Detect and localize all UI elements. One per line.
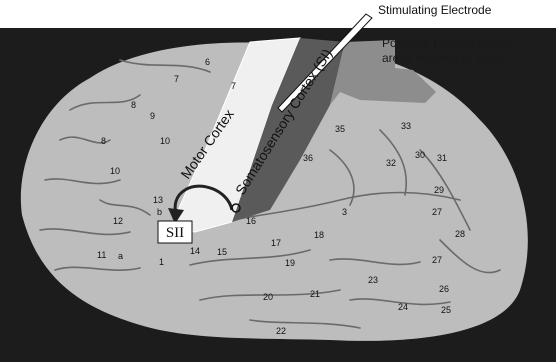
area-number: 32 xyxy=(386,158,396,168)
area-number: 7 xyxy=(174,74,179,84)
area-number: 20 xyxy=(263,292,273,302)
area-number: 25 xyxy=(441,305,451,315)
area-number: 31 xyxy=(437,153,447,163)
area-number: a xyxy=(118,251,123,261)
area-number: 35 xyxy=(335,124,345,134)
area-number: 16 xyxy=(246,216,256,226)
area-number: 33 xyxy=(401,121,411,131)
area-number: 1 xyxy=(159,257,164,267)
area-number: 8 xyxy=(101,136,106,146)
area-number: 26 xyxy=(439,284,449,294)
area-number: 10 xyxy=(110,166,120,176)
area-number: 3 xyxy=(342,207,347,217)
area-number: 12 xyxy=(113,216,123,226)
area-number: 28 xyxy=(455,229,465,239)
area-number: 10 xyxy=(160,136,170,146)
area-number: 30 xyxy=(415,150,425,160)
area-number: 27 xyxy=(432,207,442,217)
area-number: 29 xyxy=(434,185,444,195)
area-number: 13 xyxy=(153,195,163,205)
area-number: 23 xyxy=(368,275,378,285)
area-number: 11 xyxy=(97,250,106,260)
area-number: b xyxy=(157,207,162,217)
posterior-parietal-label-line1: Posterior Parietal Cortex xyxy=(382,36,513,50)
area-number: 24 xyxy=(398,302,408,312)
area-number: 36 xyxy=(303,153,313,163)
area-number: 18 xyxy=(314,230,324,240)
area-number: 14 xyxy=(190,246,200,256)
sii-label: SII xyxy=(166,225,184,241)
area-number: 15 xyxy=(217,247,227,257)
stimulating-electrode-label: Stimulating Electrode xyxy=(378,3,492,17)
area-number: 27 xyxy=(432,255,442,265)
area-number: 6 xyxy=(205,57,210,67)
area-number: 22 xyxy=(276,326,286,336)
posterior-parietal-label-line2: areas involved in touch xyxy=(382,51,505,65)
area-number: 17 xyxy=(271,238,281,248)
area-number: 7 xyxy=(231,81,236,91)
area-number: 8 xyxy=(131,100,136,110)
area-number: 19 xyxy=(285,258,295,268)
area-number: 9 xyxy=(150,111,155,121)
area-number: 21 xyxy=(310,289,320,299)
